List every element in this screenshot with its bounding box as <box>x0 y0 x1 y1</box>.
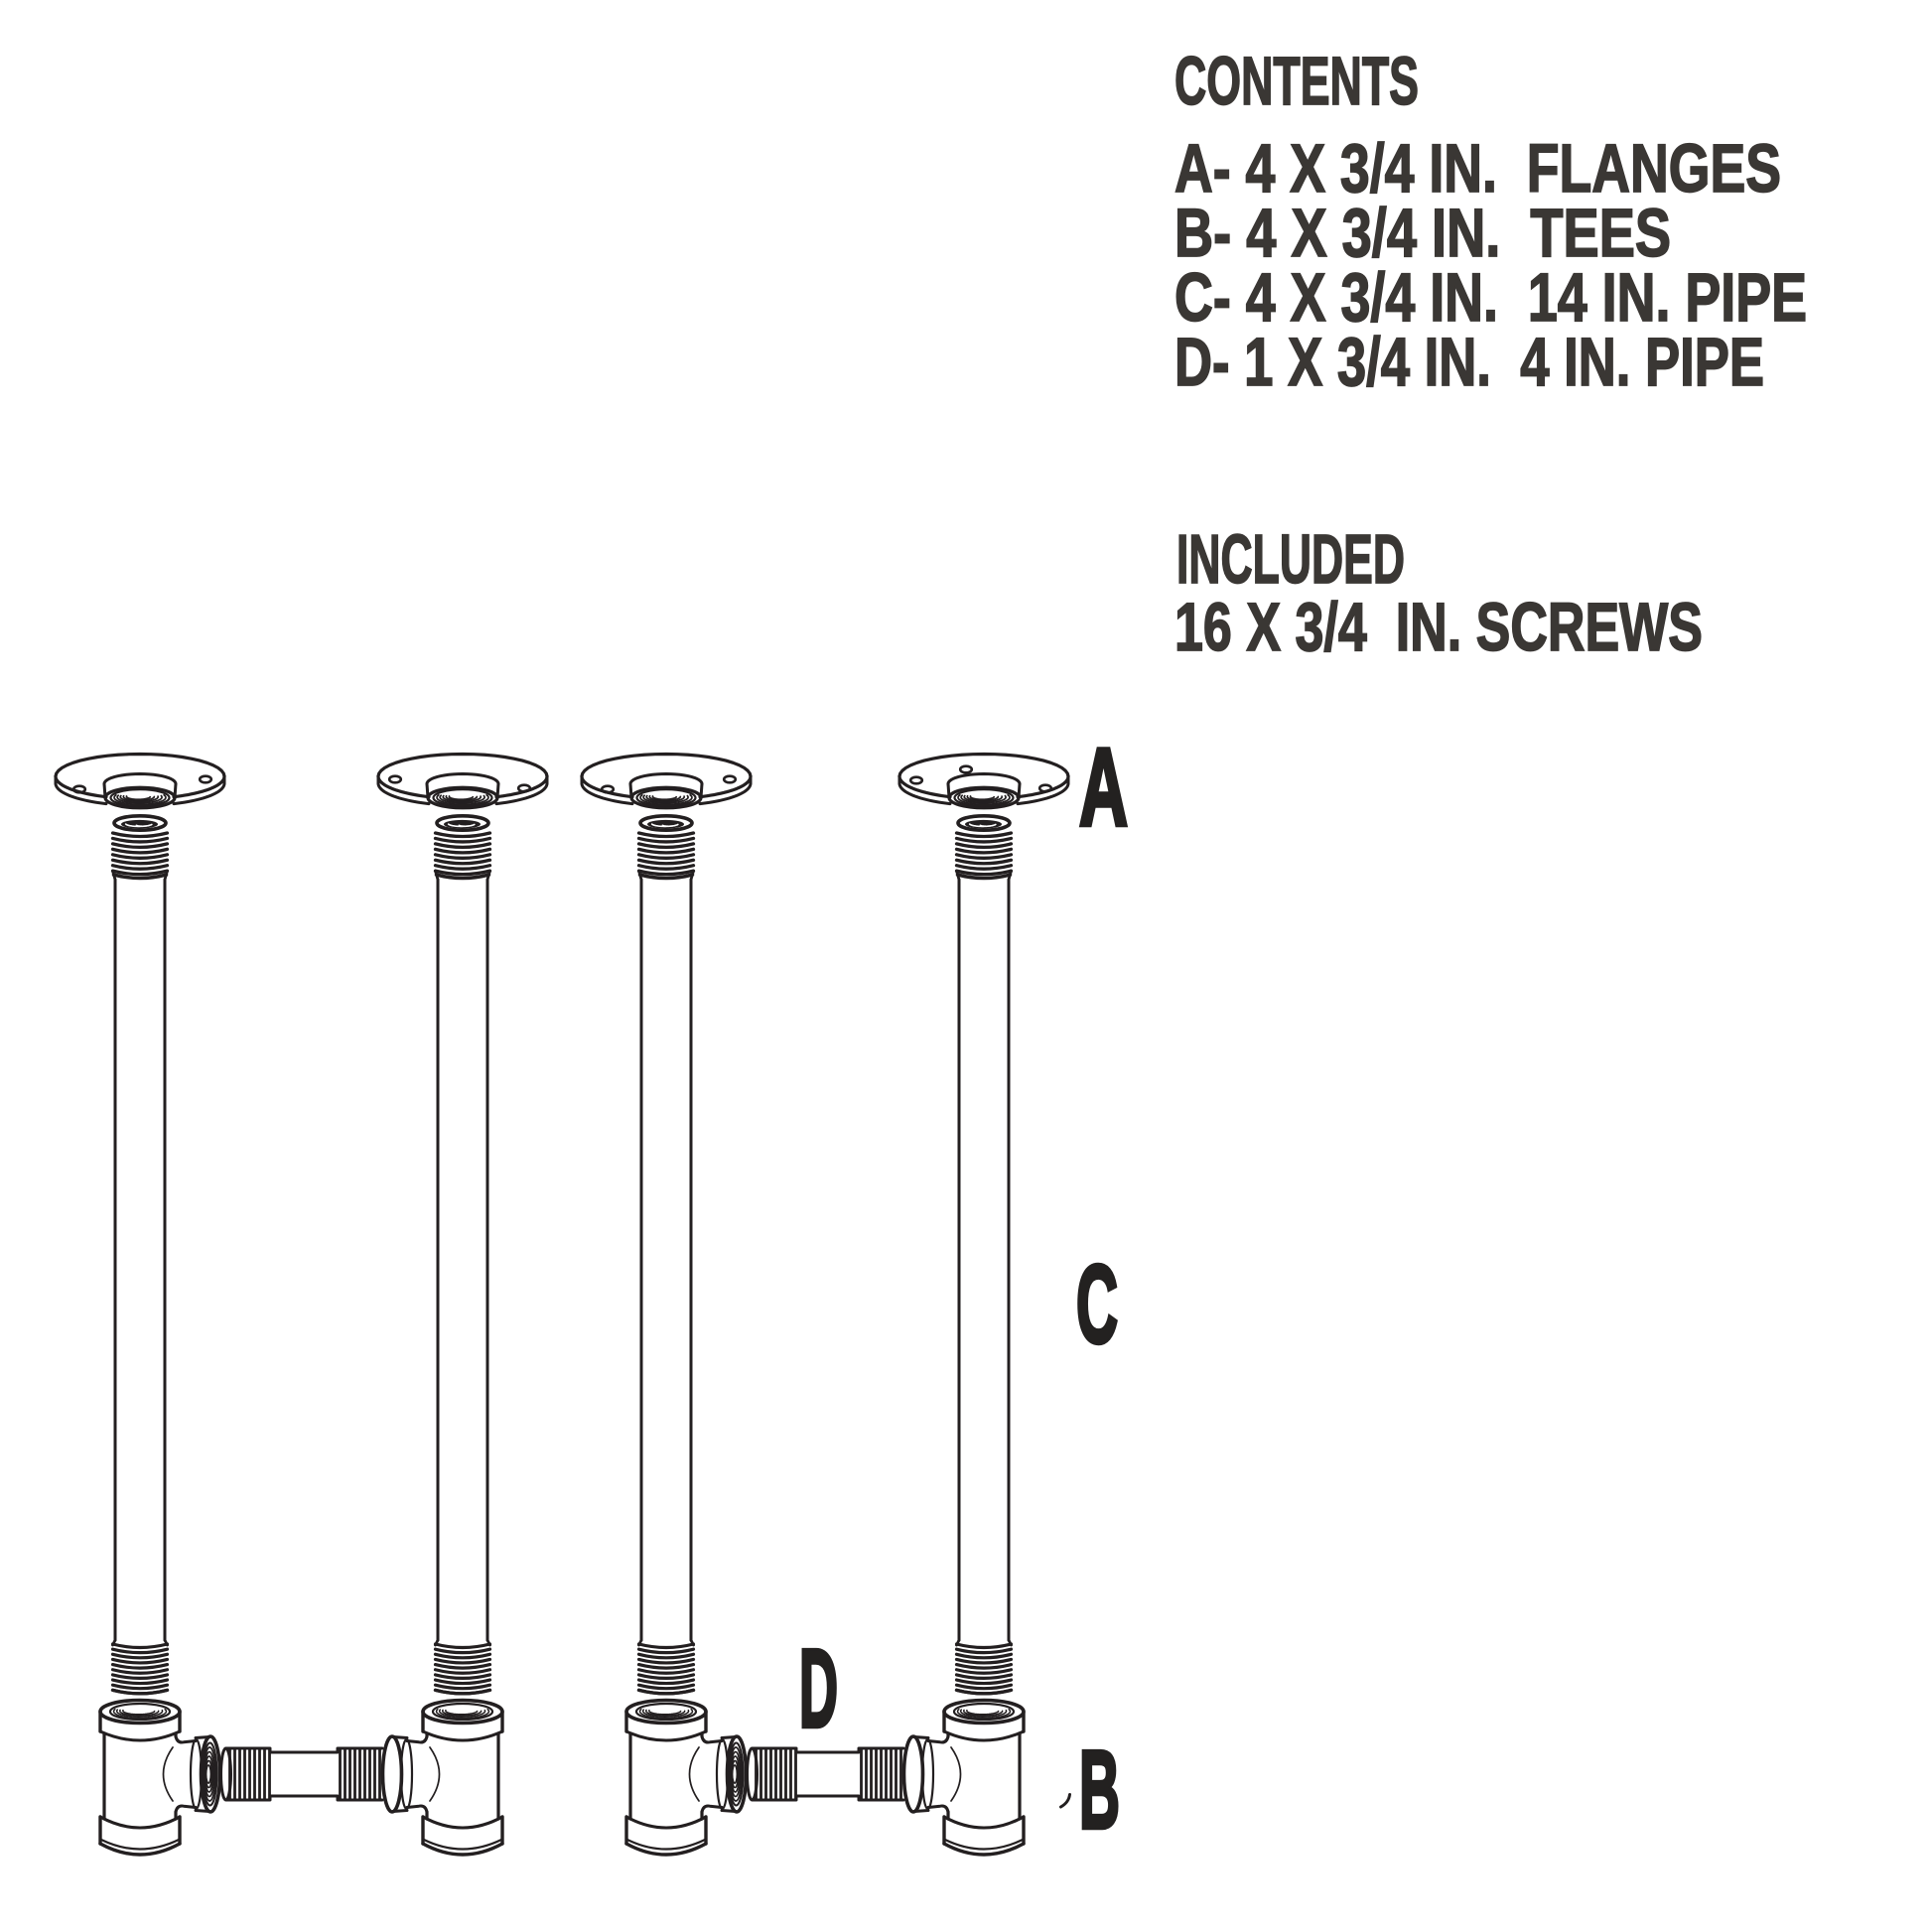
included-block: INCLUDED 16 X 3/4 IN. SCREWS <box>1173 519 1704 666</box>
tee <box>624 1698 749 1857</box>
long-pipe <box>433 813 492 1696</box>
contents-item-b: B- 4 X 3/4 IN. TEES <box>1174 195 1671 271</box>
contents-block: CONTENTS A- 4 X 3/4 IN. FLANGES B- 4 X 3… <box>1173 42 1808 401</box>
stray-mark <box>1059 1793 1071 1809</box>
long-pipe <box>110 813 170 1696</box>
flange <box>580 752 753 810</box>
flange <box>897 752 1070 810</box>
flange <box>54 752 226 810</box>
included-title: INCLUDED <box>1176 520 1405 598</box>
tee <box>98 1698 222 1857</box>
label-pipe-d: D <box>799 1627 838 1750</box>
label-flange-a: A <box>1079 726 1128 849</box>
pipe-leg-drawing <box>54 752 1071 1857</box>
long-pipe <box>954 813 1014 1696</box>
long-pipe <box>636 813 696 1696</box>
flange <box>376 752 549 810</box>
label-tee-b: B <box>1079 1728 1120 1852</box>
included-line: 16 X 3/4 IN. SCREWS <box>1174 589 1703 665</box>
short-pipe <box>219 1746 384 1802</box>
short-pipe <box>746 1746 905 1802</box>
part-label-group: A C D B <box>797 724 1130 1854</box>
contents-item-c: C- 4 X 3/4 IN. 14 IN. PIPE <box>1174 259 1807 336</box>
contents-title: CONTENTS <box>1174 43 1419 119</box>
tee <box>901 1698 1026 1857</box>
tee <box>380 1698 504 1857</box>
contents-item-a: A- 4 X 3/4 IN. FLANGES <box>1174 130 1781 207</box>
label-pipe-c: C <box>1076 1243 1118 1366</box>
contents-item-d: D- 1 X 3/4 IN. 4 IN. PIPE <box>1174 324 1764 400</box>
